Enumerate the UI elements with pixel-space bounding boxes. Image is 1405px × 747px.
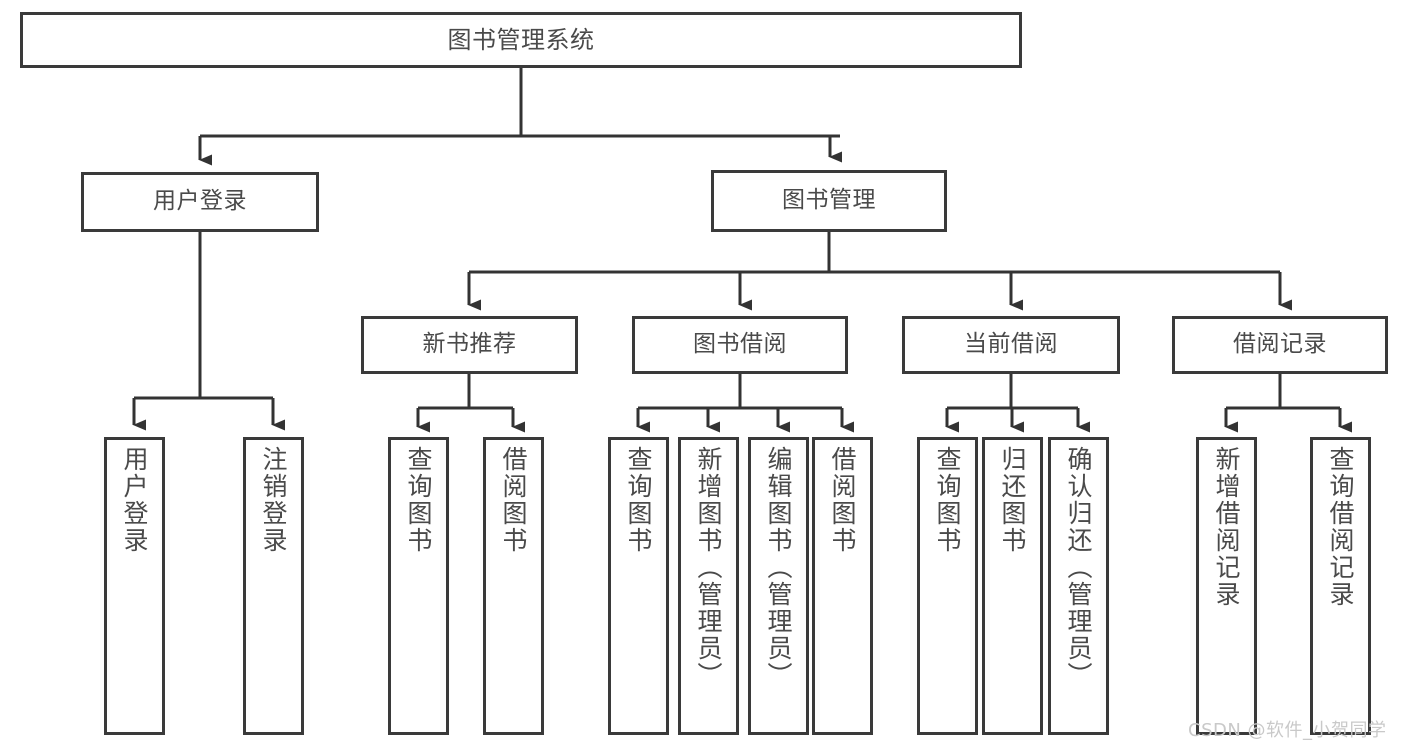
- node-label: 新书推荐: [422, 331, 517, 358]
- node-label: 借阅图书: [499, 446, 528, 554]
- node-borrow-record[interactable]: 借阅记录: [1172, 316, 1388, 374]
- node-label: 新增图书（管理员）: [694, 446, 723, 689]
- node-label: 归还图书: [998, 446, 1027, 554]
- node-label: 用户登录: [120, 446, 149, 554]
- node-user-login[interactable]: 用户登录: [81, 172, 319, 232]
- node-label: 编辑图书（管理员）: [764, 446, 793, 689]
- leaf-borrow-add-book-admin[interactable]: 新增图书（管理员）: [678, 437, 739, 735]
- leaf-borrow-borrow-book[interactable]: 借阅图书: [812, 437, 873, 735]
- node-label: 借阅图书: [828, 446, 857, 554]
- leaf-record-add-record[interactable]: 新增借阅记录: [1196, 437, 1257, 735]
- node-current-borrow[interactable]: 当前借阅: [902, 316, 1120, 374]
- node-label: 图书借阅: [693, 331, 787, 358]
- node-label: 确认归还（管理员）: [1064, 446, 1093, 689]
- node-book-management[interactable]: 图书管理: [711, 170, 947, 232]
- node-book-borrow[interactable]: 图书借阅: [632, 316, 848, 374]
- leaf-user-login-signin[interactable]: 用户登录: [104, 437, 165, 735]
- node-label: 查询图书: [624, 446, 653, 554]
- node-label: 用户登录: [153, 188, 247, 215]
- node-label: 查询借阅记录: [1326, 446, 1355, 608]
- leaf-borrow-query-book[interactable]: 查询图书: [608, 437, 669, 735]
- node-label: 当前借阅: [964, 331, 1058, 358]
- leaf-user-login-signout[interactable]: 注销登录: [243, 437, 304, 735]
- leaf-recommend-query-book[interactable]: 查询图书: [388, 437, 449, 735]
- node-label: 图书管理: [782, 187, 876, 214]
- leaf-current-return-book[interactable]: 归还图书: [982, 437, 1043, 735]
- node-label: 新增借阅记录: [1212, 446, 1241, 608]
- csdn-watermark: CSDN @软件_小贺同学: [1188, 720, 1387, 741]
- node-label: 图书管理系统: [447, 25, 595, 54]
- leaf-borrow-edit-book-admin[interactable]: 编辑图书（管理员）: [748, 437, 809, 735]
- node-label: 借阅记录: [1233, 331, 1327, 358]
- leaf-recommend-borrow-book[interactable]: 借阅图书: [483, 437, 544, 735]
- node-label: 查询图书: [933, 446, 962, 554]
- leaf-current-confirm-return-admin[interactable]: 确认归还（管理员）: [1048, 437, 1109, 735]
- leaf-current-query-book[interactable]: 查询图书: [917, 437, 978, 735]
- node-label: 查询图书: [404, 446, 433, 554]
- node-new-book-recommend[interactable]: 新书推荐: [361, 316, 578, 374]
- node-root-system[interactable]: 图书管理系统: [20, 12, 1022, 68]
- leaf-record-query-record[interactable]: 查询借阅记录: [1310, 437, 1371, 735]
- node-label: 注销登录: [259, 446, 288, 554]
